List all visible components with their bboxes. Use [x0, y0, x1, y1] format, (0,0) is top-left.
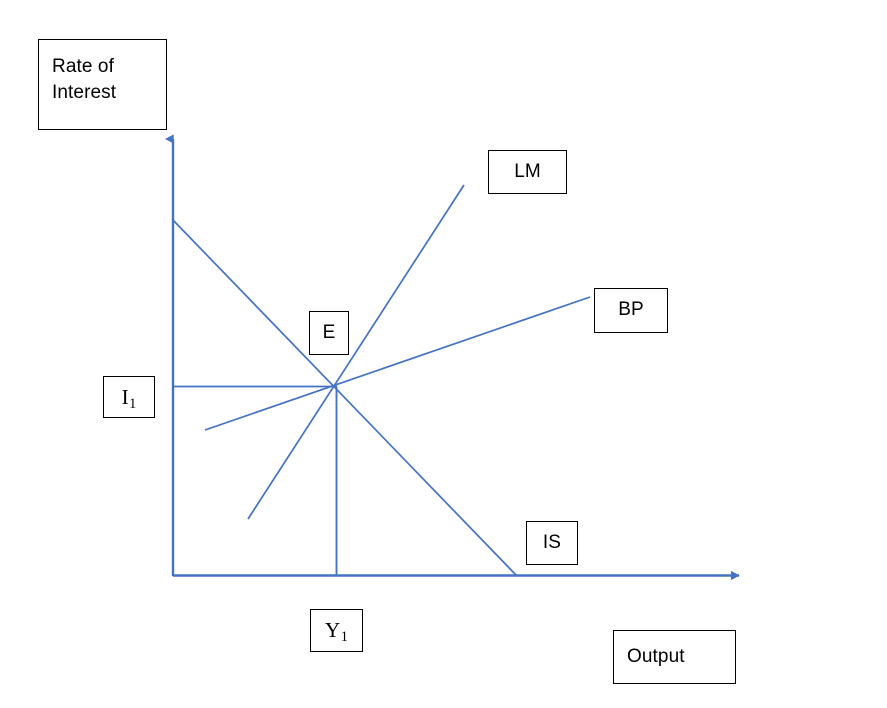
x-axis-label-box: Output: [613, 630, 736, 684]
y-axis-label-box: Rate of Interest: [38, 39, 167, 130]
interest-rate-label-base: I: [121, 384, 129, 409]
is-curve: [171, 218, 517, 576]
bp-label-box: BP: [594, 288, 668, 333]
lm-label-box: LM: [488, 150, 567, 194]
output-level-label-box: Y1: [310, 609, 363, 652]
is-label-text: IS: [542, 531, 562, 553]
lm-curve: [247, 184, 465, 520]
bp-curve: [204, 296, 591, 431]
output-level-label-subscript: 1: [340, 629, 348, 645]
interest-rate-label-box: I1: [103, 376, 155, 418]
x-axis-label-text: Output: [627, 645, 685, 667]
lm-label-text: LM: [514, 160, 541, 182]
bp-label-text: BP: [618, 299, 644, 321]
y-axis-label-text: Rate of Interest: [52, 56, 117, 104]
output-level-label-base: Y: [325, 618, 341, 643]
equilibrium-label-text: E: [322, 321, 336, 343]
equilibrium-label-box: E: [309, 311, 349, 355]
interest-rate-label-subscript: 1: [129, 395, 137, 412]
interest-rate-label-text: I1: [122, 383, 137, 412]
output-level-label-text: Y1: [325, 616, 348, 645]
is-label-box: IS: [526, 521, 578, 565]
